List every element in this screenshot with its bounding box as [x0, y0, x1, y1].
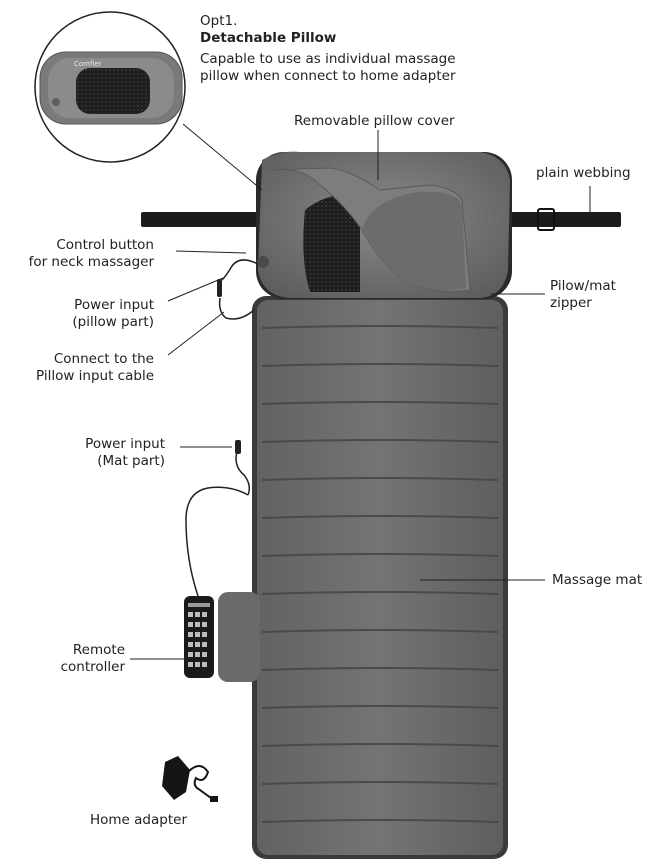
- label-power-mat-2: (Mat part): [97, 453, 165, 469]
- cables: [185, 259, 259, 597]
- remote-button[interactable]: [202, 632, 207, 637]
- remote-button[interactable]: [195, 622, 200, 627]
- option-desc-line1: Capable to use as individual massage: [200, 51, 456, 67]
- remote-button[interactable]: [188, 652, 193, 657]
- label-webbing: plain webbing: [536, 165, 631, 181]
- home-adapter: [162, 756, 218, 802]
- mat-rib: [261, 477, 499, 481]
- mat-rib: [261, 819, 499, 823]
- label-remote-1: Remote: [72, 642, 125, 658]
- label-control-button-1: Control button: [56, 237, 154, 253]
- label-power-mat-1: Power input: [85, 436, 165, 452]
- mat-rib: [261, 667, 499, 671]
- remote-controller[interactable]: [184, 596, 214, 678]
- label-connect-2: Pillow input cable: [35, 368, 154, 384]
- mat-rib: [261, 363, 499, 367]
- remote-button[interactable]: [195, 652, 200, 657]
- mat-rib: [261, 401, 499, 405]
- remote-button[interactable]: [188, 642, 193, 647]
- remote-button[interactable]: [202, 622, 207, 627]
- mat-rib: [261, 515, 499, 519]
- remote-button[interactable]: [195, 662, 200, 667]
- detachable-pillow-inset: Comfier: [34, 11, 186, 163]
- mat-rib: [261, 781, 499, 785]
- massage-mat: [252, 296, 508, 859]
- option-tag: Opt1.: [200, 13, 238, 29]
- remote-button[interactable]: [202, 612, 207, 617]
- mat-ribs: [261, 325, 499, 823]
- option-title: Detachable Pillow: [200, 30, 337, 46]
- brand-logo: Comfier: [74, 60, 102, 68]
- mat-rib: [261, 743, 499, 747]
- remote-button[interactable]: [202, 662, 207, 667]
- label-home-adapter: Home adapter: [90, 812, 187, 828]
- mat-rib: [261, 553, 499, 557]
- remote-button[interactable]: [195, 612, 200, 617]
- remote-button[interactable]: [188, 662, 193, 667]
- mat-rib: [261, 439, 499, 443]
- option-desc-line2: pillow when connect to home adapter: [200, 68, 456, 84]
- label-zipper-1: Pilow/mat: [550, 278, 616, 294]
- label-control-button-2: for neck massager: [28, 254, 154, 270]
- mat-rib: [261, 591, 499, 595]
- remote-button[interactable]: [195, 632, 200, 637]
- label-connect-1: Connect to the: [53, 351, 154, 367]
- leader-lines: [130, 123, 591, 660]
- label-massage-mat: Massage mat: [552, 572, 643, 588]
- mat-rib: [261, 325, 499, 329]
- remote-button[interactable]: [188, 622, 193, 627]
- label-remote-2: controller: [60, 659, 125, 675]
- pillow-power-plug: [217, 279, 222, 297]
- mat-rib: [261, 705, 499, 709]
- label-power-pillow-1: Power input: [74, 297, 154, 313]
- label-zipper-2: zipper: [550, 295, 592, 311]
- remote-button[interactable]: [188, 612, 193, 617]
- label-power-pillow-2: (pillow part): [72, 314, 154, 330]
- pillow: [256, 151, 512, 299]
- label-pillow-cover: Removable pillow cover: [294, 113, 455, 129]
- remote-pouch: [218, 592, 260, 682]
- remote-button[interactable]: [202, 652, 207, 657]
- remote-button[interactable]: [202, 642, 207, 647]
- remote-button[interactable]: [195, 642, 200, 647]
- mat-rib: [261, 629, 499, 633]
- mat-power-plug: [235, 440, 241, 454]
- remote-button[interactable]: [188, 632, 193, 637]
